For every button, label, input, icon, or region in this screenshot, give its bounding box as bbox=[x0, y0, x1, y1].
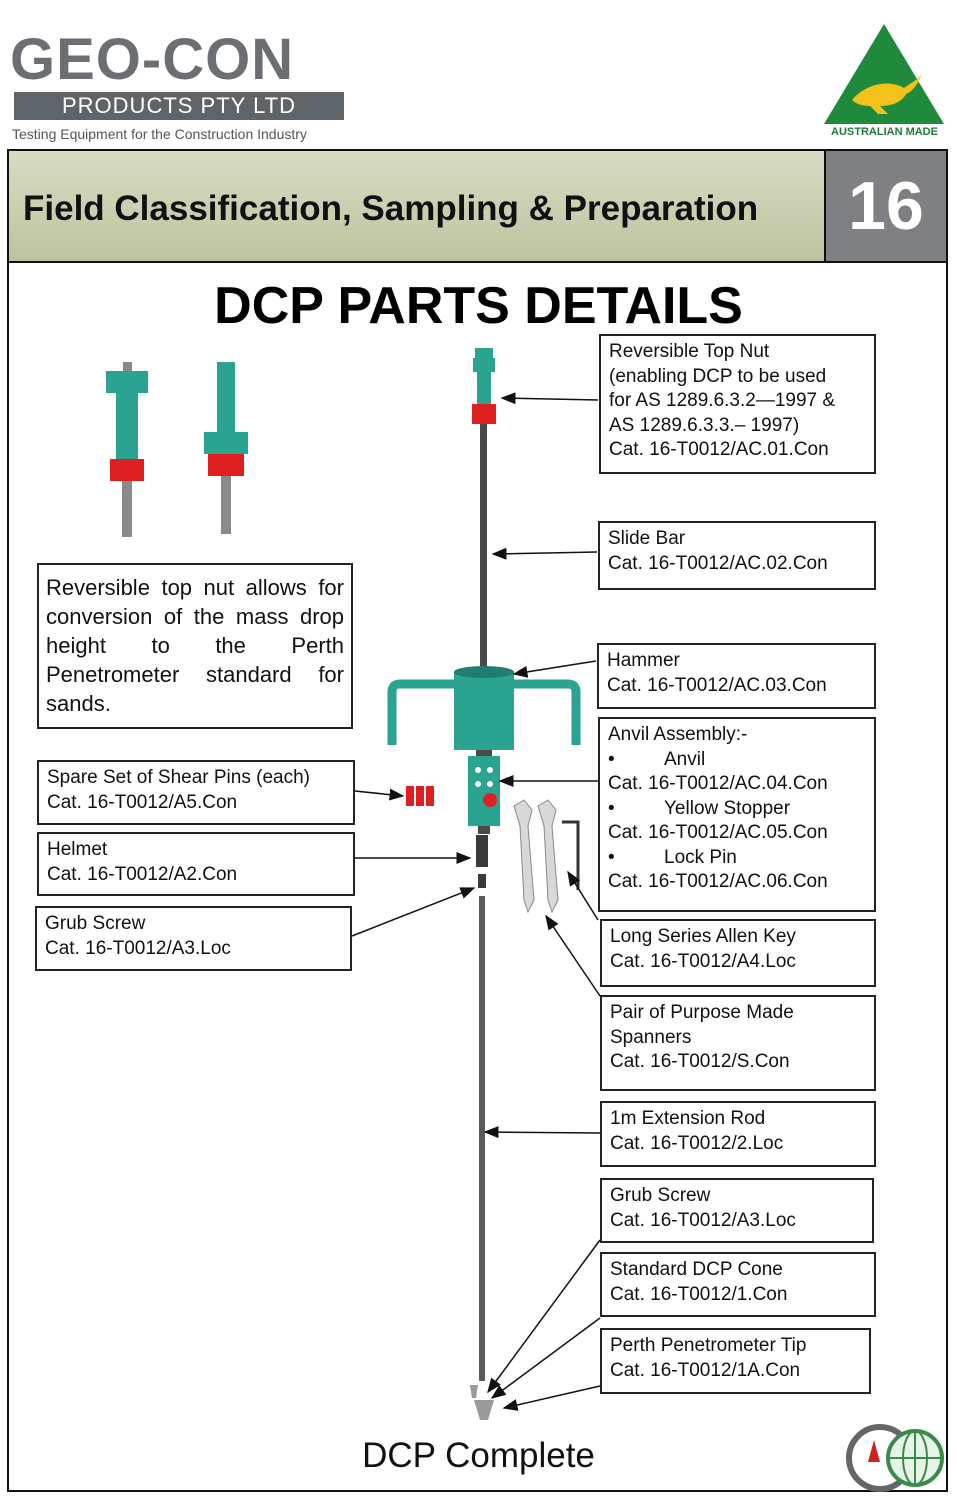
label-helmet: Helmet Cat. 16-T0012/A2.Con bbox=[37, 832, 355, 896]
label-cat: Cat. 16-T0012/A2.Con bbox=[47, 863, 238, 885]
label-hammer: Hammer Cat. 16-T0012/AC.03.Con bbox=[597, 643, 876, 709]
label-cat: Cat. 16-T0012/1.Con bbox=[610, 1283, 788, 1305]
label-cat: Cat. 16-T0012/AC.01.Con bbox=[609, 439, 829, 460]
section-banner: Field Classification, Sampling & Prepara… bbox=[9, 151, 826, 263]
label-extension-rod: 1m Extension Rod Cat. 16-T0012/2.Loc bbox=[600, 1101, 876, 1167]
label-cat: Cat. 16-T0012/AC.04.Con bbox=[608, 773, 828, 794]
bullet-item: •Yellow Stopper bbox=[608, 797, 791, 819]
label-line: Spanners bbox=[610, 1026, 692, 1048]
bullet-item: •Lock Pin bbox=[608, 846, 737, 868]
label-line: Slide Bar bbox=[608, 528, 686, 549]
label-cat: Cat. 16-T0012/AC.03.Con bbox=[607, 674, 827, 696]
top-nut-variants-image bbox=[106, 362, 248, 537]
label-perth-tip: Perth Penetrometer Tip Cat. 16-T0012/1A.… bbox=[600, 1328, 871, 1394]
label-line: (enabling DCP to be used bbox=[609, 365, 827, 387]
label-line: Reversible Top Nut bbox=[609, 341, 770, 362]
label-line: for AS 1289.6.3.2—1997 & bbox=[609, 390, 836, 411]
label-line: AS 1289.6.3.3.– 1997) bbox=[609, 414, 800, 436]
chapter-number: 16 bbox=[826, 151, 946, 263]
label-cat: Cat. 16-T0012/S.Con bbox=[610, 1051, 790, 1072]
footer-caption: DCP Complete bbox=[362, 1436, 595, 1475]
badge-caption: AUSTRALIAN MADE bbox=[831, 126, 938, 138]
label-cat: Cat. 16-T0012/A5.Con bbox=[47, 791, 238, 813]
label-grub-screw-right: Grub Screw Cat. 16-T0012/A3.Loc bbox=[600, 1178, 874, 1243]
label-heading: Anvil Assembly:- bbox=[608, 724, 748, 745]
label-dcp-cone: Standard DCP Cone Cat. 16-T0012/1.Con bbox=[600, 1252, 876, 1317]
label-line: Spare Set of Shear Pins (each) bbox=[47, 767, 310, 788]
label-grub-screw-left: Grub Screw Cat. 16-T0012/A3.Loc bbox=[35, 906, 352, 971]
label-line: Hammer bbox=[607, 650, 680, 671]
australian-made-logo: AUSTRALIAN MADE bbox=[822, 22, 947, 144]
brand-tagline: Testing Equipment for the Construction I… bbox=[12, 126, 307, 142]
label-line: Grub Screw bbox=[610, 1185, 711, 1206]
label-line: Perth Penetrometer Tip bbox=[610, 1335, 807, 1356]
page-frame bbox=[7, 149, 948, 1492]
page-title: DCP PARTS DETAILS bbox=[214, 277, 743, 335]
label-line: 1m Extension Rod bbox=[610, 1108, 766, 1129]
reversible-nut-note: Reversible top nut allows for conversion… bbox=[37, 563, 353, 729]
label-line: Long Series Allen Key bbox=[610, 926, 796, 947]
label-cat: Cat. 16-T0012/AC.05.Con bbox=[608, 822, 828, 843]
label-line: Helmet bbox=[47, 839, 108, 860]
brand-name: GEO-CON bbox=[10, 27, 295, 92]
label-line: Grub Screw bbox=[45, 913, 146, 934]
label-line: Pair of Purpose Made bbox=[610, 1002, 794, 1023]
label-cat: Cat. 16-T0012/2.Loc bbox=[610, 1132, 784, 1154]
label-cat: Cat. 16-T0012/A3.Loc bbox=[45, 937, 231, 959]
label-shear-pins: Spare Set of Shear Pins (each) Cat. 16-T… bbox=[37, 760, 355, 825]
label-cat: Cat. 16-T0012/A3.Loc bbox=[610, 1209, 796, 1231]
shear-pins-image bbox=[406, 786, 434, 806]
label-cat: Cat. 16-T0012/A4.Loc bbox=[610, 950, 796, 972]
geocon-logo: GEO-CON PRODUCTS PTY LTD Testing Equipme… bbox=[10, 30, 345, 145]
label-cat: Cat. 16-T0012/1A.Con bbox=[610, 1359, 801, 1381]
dcp-apparatus-image bbox=[387, 348, 581, 1420]
spanners-and-allen-key-image bbox=[513, 799, 580, 914]
label-top-nut: Reversible Top Nut (enabling DCP to be u… bbox=[599, 334, 876, 474]
label-anvil-assembly: Anvil Assembly:- •Anvil Cat. 16-T0012/AC… bbox=[598, 717, 876, 912]
label-cat: Cat. 16-T0012/AC.06.Con bbox=[608, 871, 828, 892]
label-spanners: Pair of Purpose Made Spanners Cat. 16-T0… bbox=[600, 995, 876, 1091]
geocon-globe-icon bbox=[846, 1424, 944, 1492]
bullet-item: •Anvil bbox=[608, 748, 706, 770]
label-allen-key: Long Series Allen Key Cat. 16-T0012/A4.L… bbox=[600, 919, 876, 987]
label-line: Standard DCP Cone bbox=[610, 1259, 783, 1280]
brand-subtitle: PRODUCTS PTY LTD bbox=[14, 92, 344, 120]
leader-arrows bbox=[351, 392, 601, 1411]
label-cat: Cat. 16-T0012/AC.02.Con bbox=[608, 552, 828, 574]
label-slide-bar: Slide Bar Cat. 16-T0012/AC.02.Con bbox=[598, 521, 876, 590]
section-title: Field Classification, Sampling & Prepara… bbox=[23, 189, 759, 228]
